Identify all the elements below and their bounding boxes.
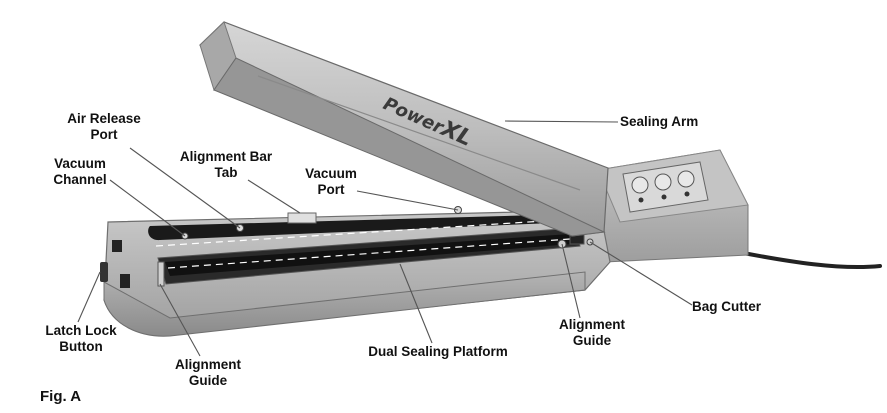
indicator-light-3-icon — [684, 191, 690, 197]
label-air-release-port-line1: Air Release — [67, 111, 141, 126]
leader-alignment-bar-tab — [247, 179, 301, 214]
label-alignment-guide-right-line2: Guide — [572, 333, 612, 348]
control-button-2-icon — [654, 173, 672, 191]
label-vacuum-channel-line2: Channel — [53, 172, 107, 187]
alignment-guide-left — [157, 261, 165, 287]
leader-alignment-guide-right — [561, 243, 581, 319]
control-housing — [597, 149, 749, 263]
sealing-wire — [155, 218, 576, 247]
leader-latch-lock-button — [77, 271, 101, 323]
label-vacuum-port: Vacuum Port — [295, 166, 367, 198]
vacuum-channel — [148, 214, 575, 241]
label-vacuum-port-line2: Port — [317, 182, 345, 197]
label-alignment-guide-right-line1: Alignment — [559, 317, 625, 332]
side-slot-icon — [112, 240, 122, 252]
label-latch-lock-button-line1: Latch Lock — [45, 323, 117, 338]
leader-sealing-arm — [504, 120, 619, 123]
control-button-3-icon — [677, 170, 695, 188]
label-alignment-bar-tab-line1: Alignment Bar — [179, 149, 273, 164]
leader-lines — [77, 120, 693, 357]
leader-dual-sealing-platform — [399, 263, 433, 344]
label-dual-sealing-platform-text: Dual Sealing Platform — [368, 344, 508, 359]
label-alignment-guide-right: Alignment Guide — [550, 317, 634, 349]
label-bag-cutter: Bag Cutter — [692, 299, 776, 315]
sealer-base — [100, 206, 611, 337]
alignment-bar-tab — [287, 212, 317, 224]
leader-bag-cutter — [589, 241, 693, 306]
indicator-light-2-icon — [661, 194, 667, 200]
sealing-arm: PowerXL — [198, 21, 609, 237]
label-latch-lock-button-line2: Button — [59, 339, 103, 354]
label-bag-cutter-text: Bag Cutter — [692, 299, 762, 314]
label-alignment-guide-left: Alignment Guide — [166, 357, 250, 389]
label-vacuum-channel-line1: Vacuum — [54, 156, 106, 171]
label-vacuum-port-line1: Vacuum — [305, 166, 357, 181]
figure-caption: Fig. A — [40, 388, 82, 405]
leader-alignment-guide-left — [159, 283, 201, 357]
label-air-release-port-line2: Port — [90, 127, 118, 142]
power-cord — [736, 250, 882, 270]
label-alignment-guide-left-line1: Alignment — [175, 357, 241, 372]
label-alignment-bar-tab-line2: Tab — [214, 165, 238, 180]
label-dual-sealing-platform: Dual Sealing Platform — [360, 344, 516, 360]
label-sealing-arm: Sealing Arm — [620, 114, 712, 130]
leader-air-release-port — [129, 147, 241, 229]
leader-vacuum-channel — [109, 179, 186, 237]
label-sealing-arm-text: Sealing Arm — [620, 114, 699, 129]
side-slot-icon — [120, 274, 130, 288]
latch-lock-button — [100, 262, 108, 282]
label-alignment-bar-tab: Alignment Bar Tab — [168, 149, 284, 181]
dual-sealing-platform — [165, 234, 572, 276]
label-air-release-port: Air Release Port — [56, 111, 152, 143]
label-vacuum-channel: Vacuum Channel — [40, 156, 120, 188]
label-latch-lock-button: Latch Lock Button — [38, 323, 124, 355]
leader-vacuum-port — [356, 190, 459, 211]
label-alignment-guide-left-line2: Guide — [188, 373, 228, 388]
control-button-1-icon — [631, 176, 649, 194]
indicator-light-1-icon — [638, 197, 644, 203]
